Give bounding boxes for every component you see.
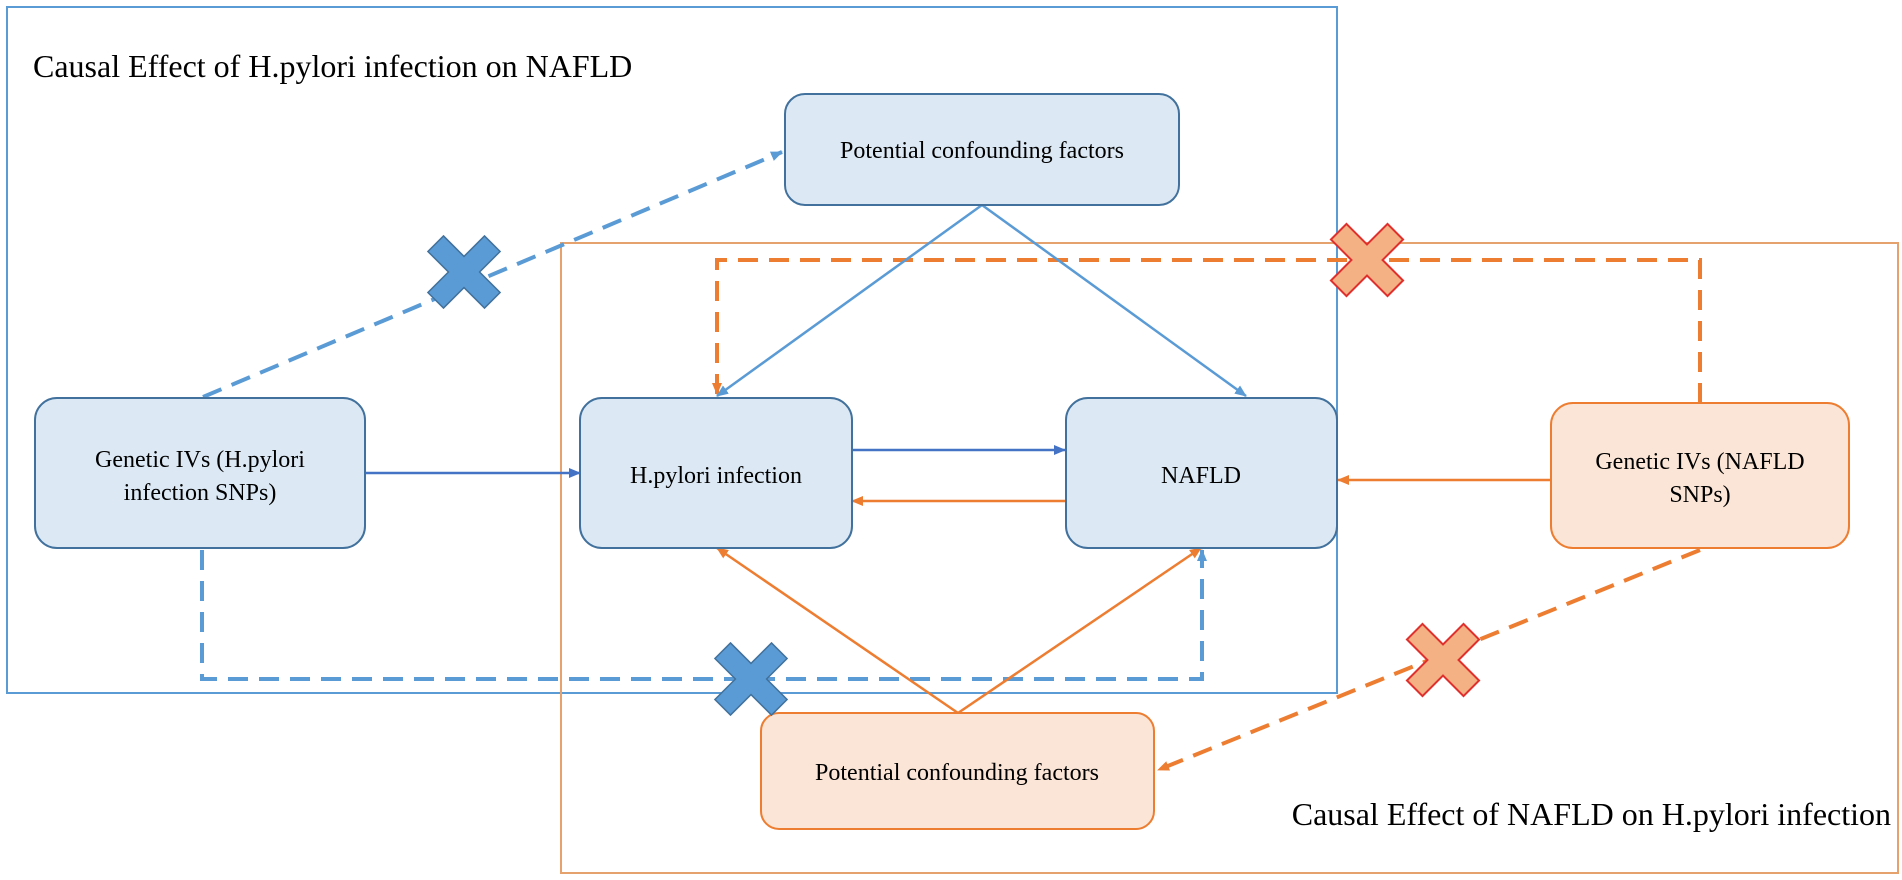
blue-frame xyxy=(6,6,1338,694)
orange-frame xyxy=(560,242,1899,874)
node-confounders-top-label: Potential confounding factors xyxy=(840,138,1124,164)
node-genetic-ivs-hpylori-label-2: infection SNPs) xyxy=(124,480,277,506)
node-nafld-label: NAFLD xyxy=(1161,463,1241,489)
arrow-confounders-bottom-to-nafld xyxy=(957,546,1202,715)
orange-frame-title: Causal Effect of NAFLD on H.pylori infec… xyxy=(1292,796,1891,832)
node-hpylori-infection: H.pylori infection xyxy=(579,397,853,549)
cross-icon xyxy=(426,234,502,310)
arrow-confounders-top-to-hpylori xyxy=(716,203,983,398)
node-confounders-bottom: Potential confounding factors xyxy=(760,712,1155,830)
node-genetic-ivs-hpylori-label-1: Genetic IVs (H.pylori xyxy=(95,447,305,473)
node-genetic-ivs-nafld-label-2: SNPs) xyxy=(1669,482,1730,508)
orange-dashed-path-top xyxy=(712,258,1702,403)
blue-frame-title: Causal Effect of H.pylori infection on N… xyxy=(33,48,632,84)
blue-dashed-path-bottom xyxy=(200,549,1207,681)
node-confounders-top: Potential confounding factors xyxy=(784,93,1180,206)
node-genetic-ivs-nafld: Genetic IVs (NAFLD SNPs) xyxy=(1550,402,1850,549)
arrow-confounders-top-to-nafld xyxy=(981,203,1247,398)
node-hpylori-infection-label: H.pylori infection xyxy=(630,463,802,489)
node-genetic-ivs-hpylori: Genetic IVs (H.pylori infection SNPs) xyxy=(34,397,366,549)
node-nafld: NAFLD xyxy=(1065,397,1338,549)
arrow-confounders-bottom-to-hpylori xyxy=(716,546,959,715)
node-genetic-ivs-nafld-label-1: Genetic IVs (NAFLD xyxy=(1595,449,1804,475)
cross-icon xyxy=(1329,222,1405,298)
cross-icon xyxy=(713,641,789,717)
node-confounders-bottom-label: Potential confounding factors xyxy=(815,760,1099,786)
blue-dashed-path-top xyxy=(202,150,783,399)
cross-icon xyxy=(1405,622,1481,698)
